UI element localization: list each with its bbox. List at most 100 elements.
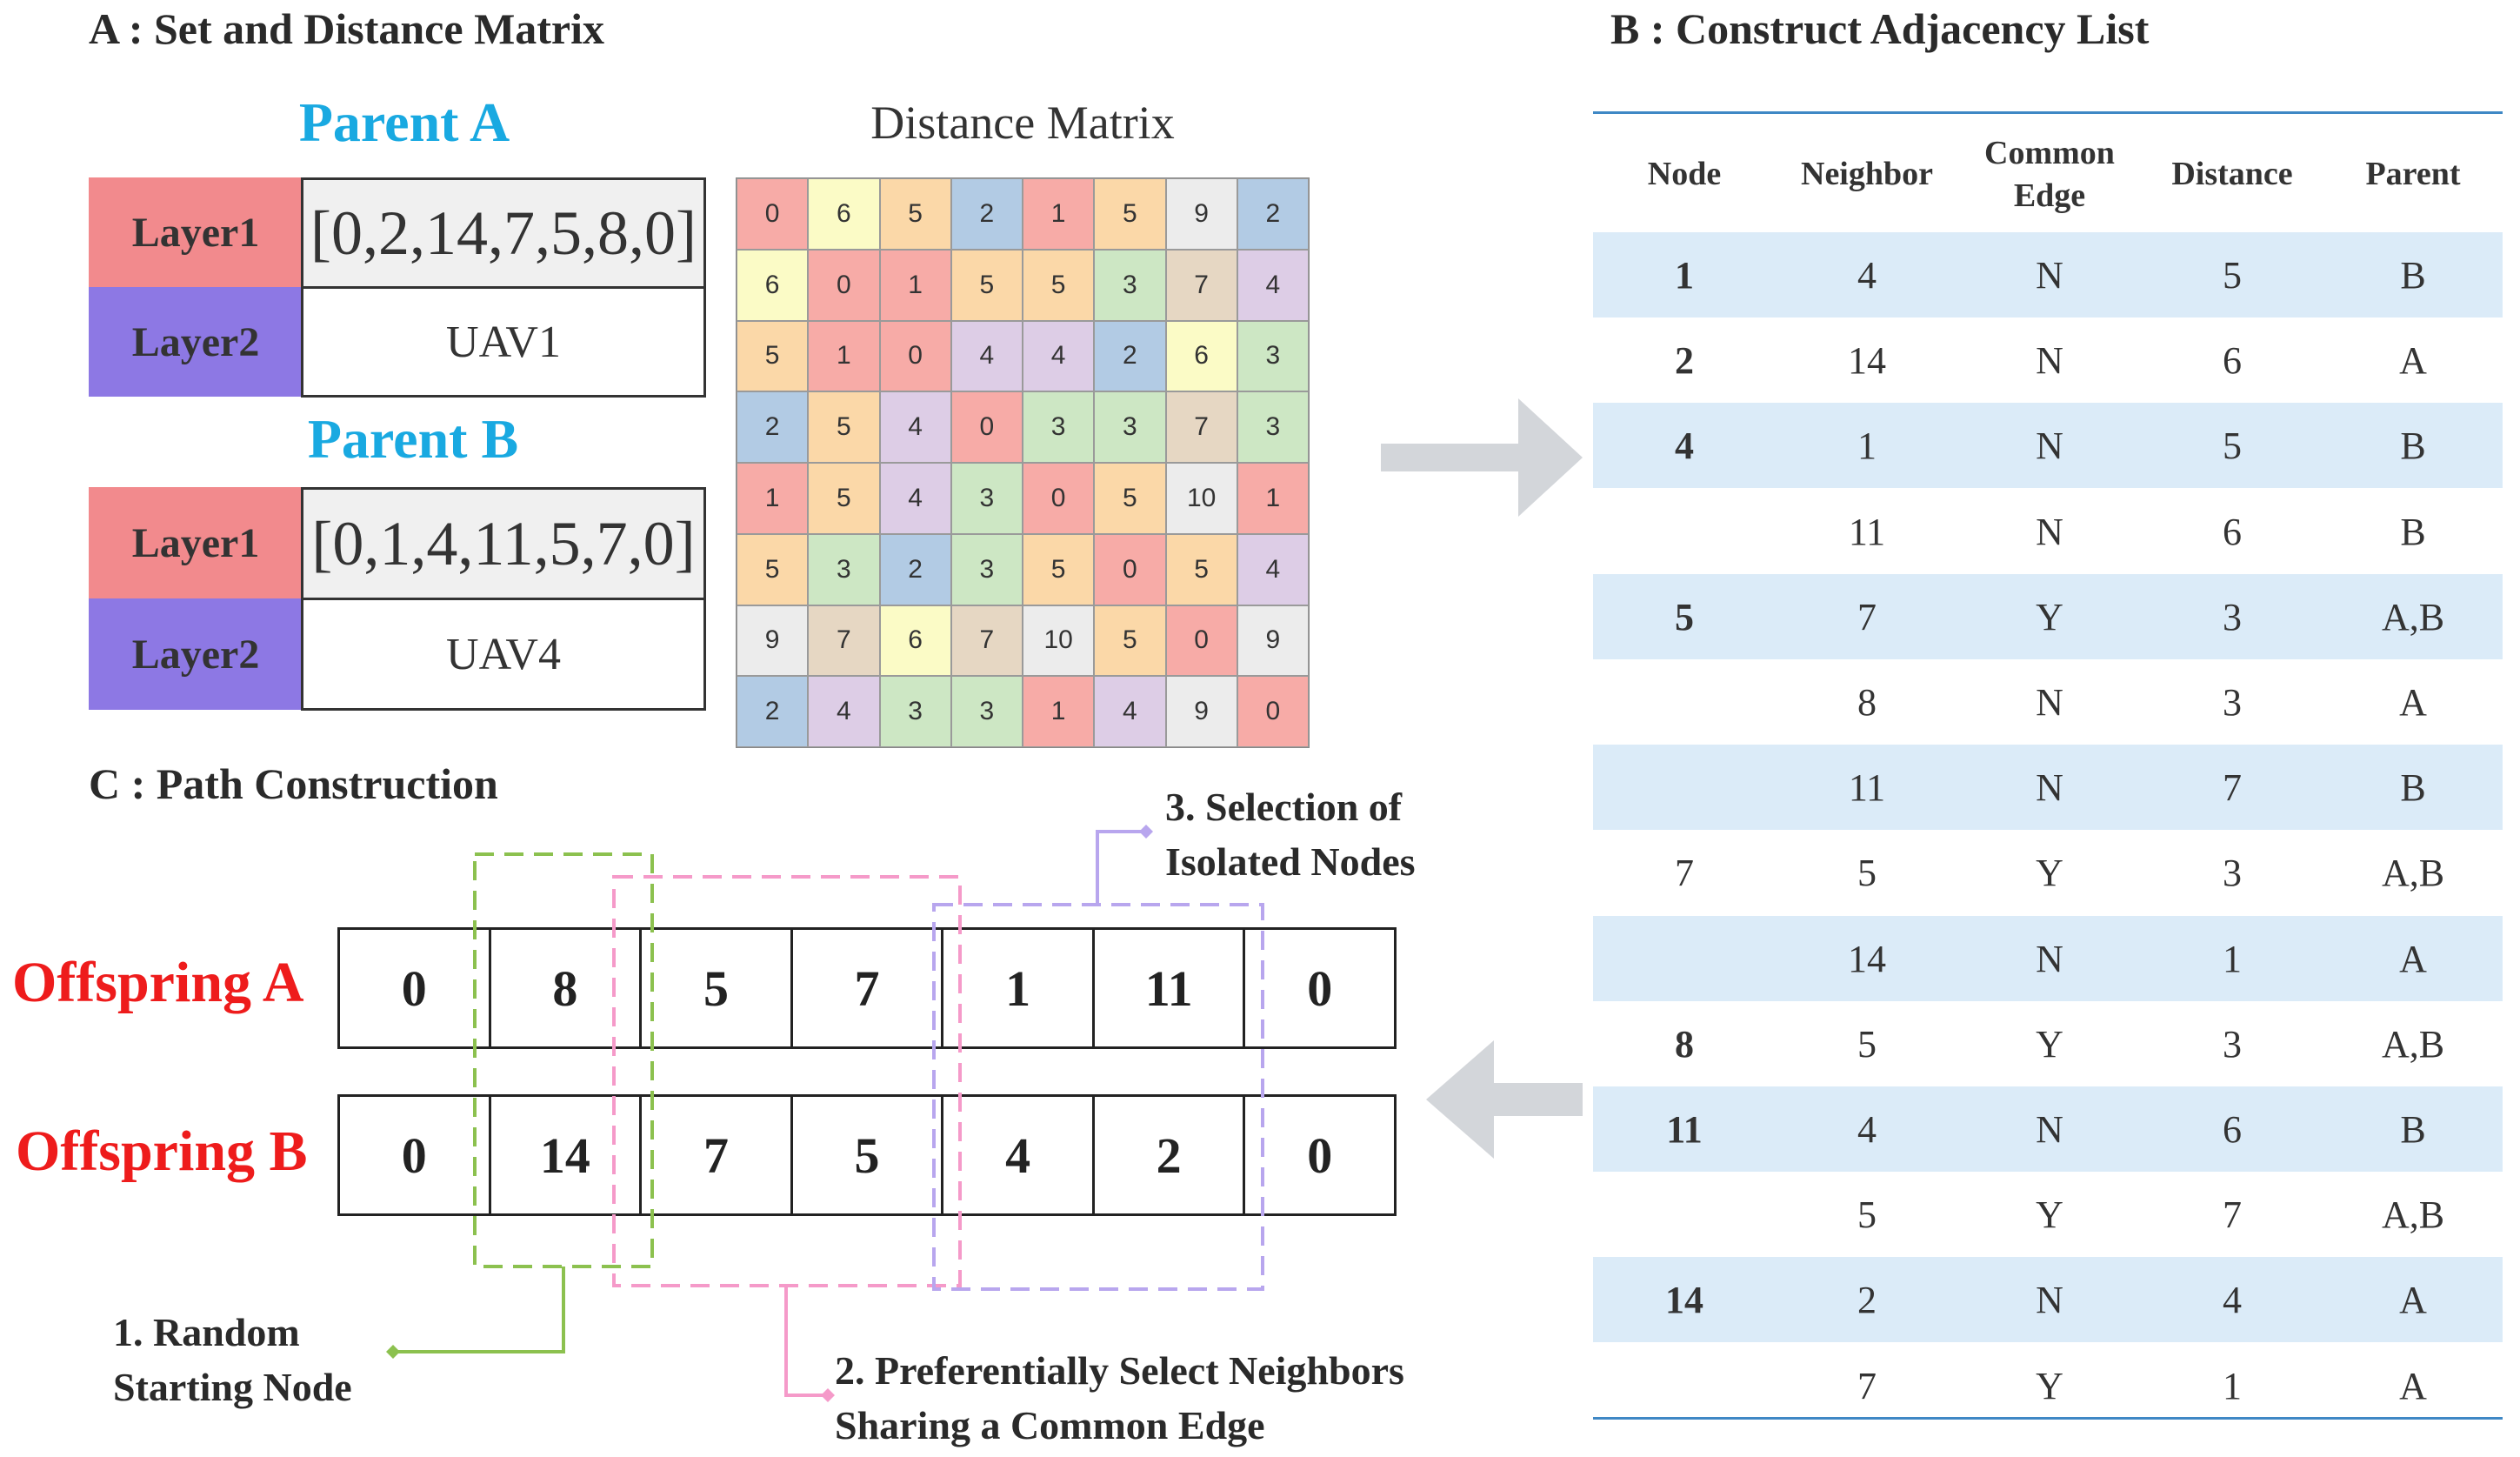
offspring-b-gene: 4 bbox=[943, 1097, 1095, 1213]
table-cell-neighbor: 2 bbox=[1857, 1278, 1877, 1321]
table-cell-parent: B bbox=[2400, 510, 2426, 553]
matrix-cell: 5 bbox=[1165, 533, 1237, 605]
table-cell-parent: A bbox=[2399, 937, 2427, 980]
matrix-cell: 2 bbox=[1094, 320, 1166, 392]
matrix-cell: 9 bbox=[1165, 178, 1237, 250]
offspring-b-gene: 0 bbox=[1307, 1126, 1333, 1184]
matrix-cell: 4 bbox=[1023, 320, 1095, 392]
table-cell-common: N bbox=[2036, 1107, 2063, 1151]
table-cell-distance: 5 bbox=[2223, 253, 2242, 297]
annotation-isolated-nodes-line1: 3. Selection of bbox=[1165, 785, 1403, 829]
matrix-cell: 1 bbox=[879, 249, 951, 321]
matrix-cell: 6 bbox=[1165, 320, 1237, 392]
offspring-b-label: Offspring B bbox=[16, 1119, 308, 1183]
dashed-box-common-edge bbox=[612, 875, 962, 1287]
parent-a-layer1-label: Layer1 bbox=[89, 177, 303, 287]
table-cell-distance: 6 bbox=[2223, 1107, 2242, 1151]
matrix-cell: 5 bbox=[1023, 533, 1095, 605]
table-cell-distance: 3 bbox=[2223, 680, 2242, 724]
matrix-cell: 9 bbox=[1237, 605, 1309, 677]
matrix-cell: 5 bbox=[737, 533, 809, 605]
annotation-random-start-line1: 1. Random bbox=[113, 1310, 300, 1354]
matrix-cell: 4 bbox=[1237, 533, 1309, 605]
matrix-cell: 1 bbox=[1237, 463, 1309, 534]
matrix-cell: 3 bbox=[808, 533, 880, 605]
table-bottom-rule bbox=[1593, 1417, 2503, 1420]
table-cell-parent: A bbox=[2399, 1278, 2427, 1321]
matrix-cell: 0 bbox=[1165, 605, 1237, 677]
table-cell-common: N bbox=[2036, 680, 2063, 724]
matrix-cell: 1 bbox=[1023, 178, 1095, 250]
table-cell-node: 5 bbox=[1675, 595, 1694, 638]
table-cell-node: 4 bbox=[1675, 424, 1694, 467]
matrix-cell: 5 bbox=[879, 178, 951, 250]
matrix-cell: 5 bbox=[808, 391, 880, 463]
matrix-cell: 4 bbox=[950, 320, 1023, 392]
annotation-random-start: 1. Random Starting Node bbox=[113, 1305, 352, 1414]
parent-b-layer1-value: [0,1,4,11,5,7,0] bbox=[301, 487, 706, 600]
matrix-cell: 7 bbox=[1165, 249, 1237, 321]
table-cell-common: N bbox=[2036, 937, 2063, 980]
parent-b-layer2-label: Layer2 bbox=[89, 598, 303, 710]
leader-tip-isolated-nodes bbox=[1139, 825, 1153, 839]
table-cell-common: Y bbox=[2036, 595, 2063, 638]
matrix-cell: 4 bbox=[879, 463, 951, 534]
table-cell-common: Y bbox=[2036, 851, 2063, 894]
annotation-common-edge: 2. Preferentially Select Neighbors Shari… bbox=[835, 1343, 1404, 1453]
table-cell-neighbor: 5 bbox=[1857, 1193, 1877, 1236]
distance-matrix-title: Distance Matrix bbox=[870, 97, 1175, 149]
matrix-cell: 7 bbox=[1165, 391, 1237, 463]
matrix-cell: 0 bbox=[808, 249, 880, 321]
matrix-cell: 2 bbox=[879, 533, 951, 605]
parent-b-layer1-label: Layer1 bbox=[89, 487, 303, 598]
offspring-b-gene: 14 bbox=[491, 1097, 643, 1213]
offspring-a-gene: 1 bbox=[943, 930, 1095, 1046]
table-cell-neighbor: 5 bbox=[1857, 1022, 1877, 1066]
matrix-cell: 0 bbox=[1023, 463, 1095, 534]
table-cell-neighbor: 14 bbox=[1848, 937, 1886, 980]
table-cell-neighbor: 1 bbox=[1857, 424, 1877, 467]
table-header-node: Node bbox=[1647, 156, 1722, 193]
parent-a-layer1-value: [0,2,14,7,5,8,0] bbox=[301, 177, 706, 289]
offspring-a-gene: 5 bbox=[642, 930, 793, 1046]
table-cell-common: N bbox=[2036, 765, 2063, 809]
leader-line-common-edge bbox=[784, 1286, 824, 1397]
dashed-box-isolated-nodes bbox=[932, 903, 1264, 1291]
matrix-cell: 3 bbox=[950, 463, 1023, 534]
parent-a-title: Parent A bbox=[298, 91, 510, 153]
parent-a-layer2-value: UAV1 bbox=[301, 286, 706, 398]
offspring-a-row: 0 8 5 7 1 11 0 bbox=[337, 927, 1397, 1049]
table-cell-parent: B bbox=[2400, 765, 2426, 809]
matrix-cell: 5 bbox=[1094, 463, 1166, 534]
leader-tip-random-start bbox=[386, 1345, 400, 1359]
matrix-cell: 5 bbox=[950, 249, 1023, 321]
offspring-a-gene: 0 bbox=[1307, 959, 1333, 1017]
arrow-right-icon bbox=[1381, 398, 1583, 517]
matrix-cell: 6 bbox=[879, 605, 951, 677]
table-cell-distance: 3 bbox=[2223, 595, 2242, 638]
table-cell-neighbor: 7 bbox=[1857, 595, 1877, 638]
table-cell-parent: A,B bbox=[2381, 1193, 2445, 1236]
table-cell-parent: B bbox=[2400, 424, 2426, 467]
table-cell-distance: 3 bbox=[2223, 851, 2242, 894]
matrix-cell: 2 bbox=[950, 178, 1023, 250]
table-cell-node: 2 bbox=[1675, 338, 1694, 382]
table-cell-common: N bbox=[2036, 424, 2063, 467]
table-cell-node: 14 bbox=[1665, 1278, 1703, 1321]
matrix-cell: 5 bbox=[1094, 605, 1166, 677]
matrix-cell: 1 bbox=[808, 320, 880, 392]
table-cell-node: 8 bbox=[1675, 1022, 1694, 1066]
table-cell-distance: 4 bbox=[2223, 1278, 2242, 1321]
table-cell-distance: 6 bbox=[2223, 338, 2242, 382]
matrix-cell: 1 bbox=[737, 463, 809, 534]
table-cell-common: Y bbox=[2036, 1364, 2063, 1407]
